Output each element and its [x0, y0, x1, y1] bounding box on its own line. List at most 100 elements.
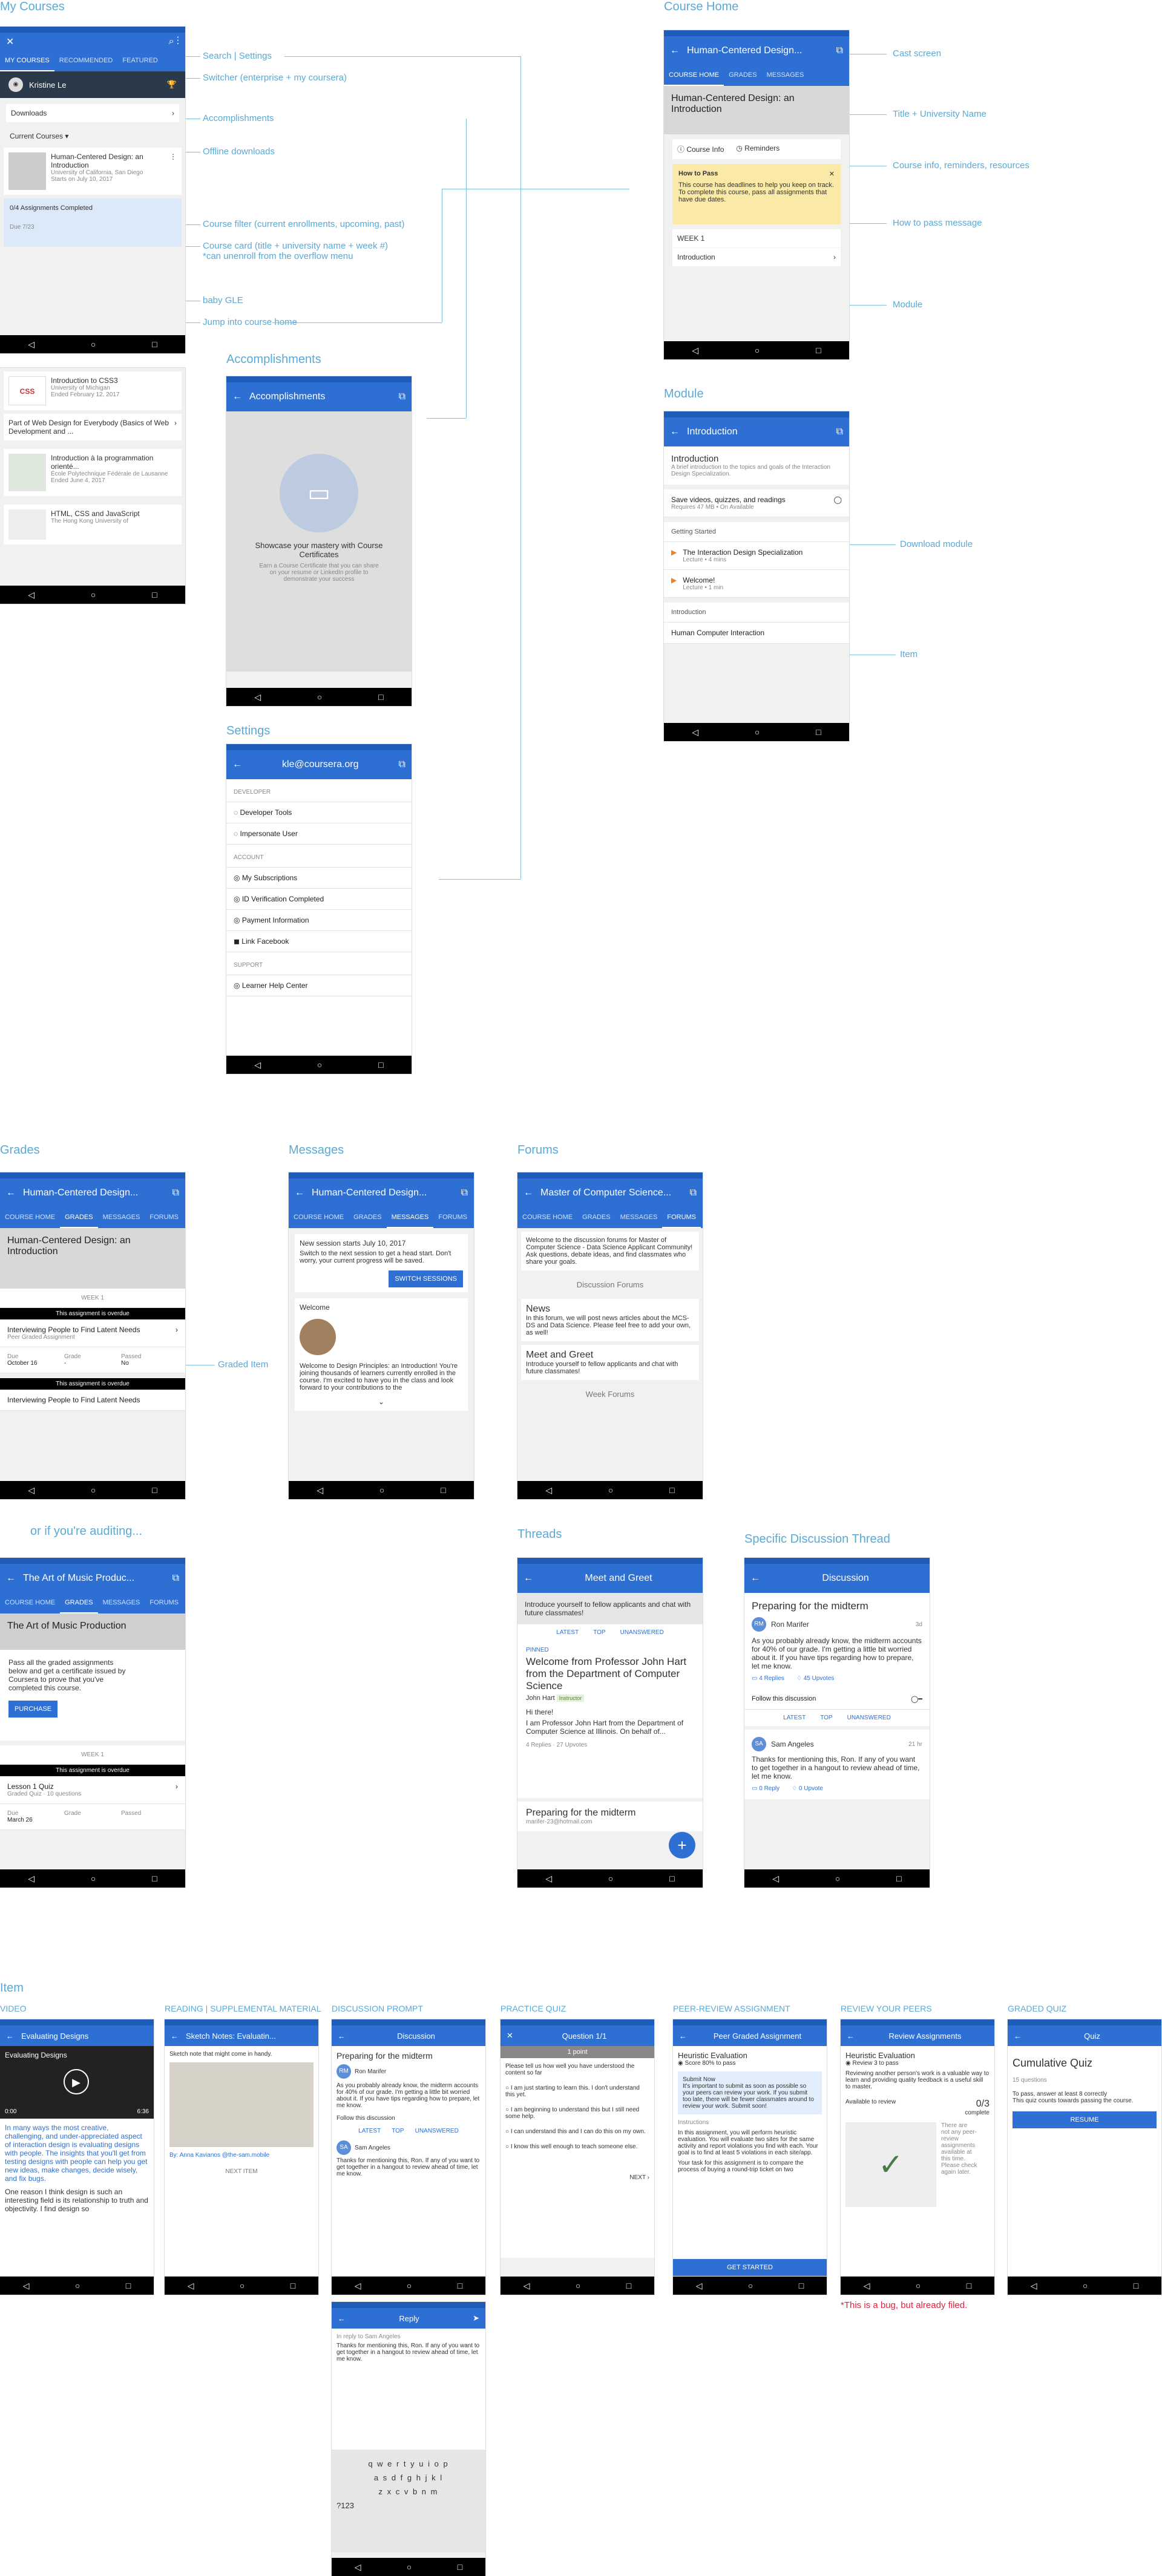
- quiz-option[interactable]: ○ I know this well enough to teach someo…: [505, 2143, 638, 2150]
- recent-apps-icon[interactable]: □: [816, 727, 821, 737]
- home-icon[interactable]: ○: [835, 1874, 841, 1883]
- back-icon[interactable]: ◁: [187, 2280, 194, 2290]
- tab-grades[interactable]: GRADES: [60, 1593, 98, 1613]
- settings-item-developer-tools[interactable]: ◌ Developer Tools: [226, 802, 412, 823]
- back-arrow-icon[interactable]: ←: [295, 1188, 304, 1198]
- tab-forums[interactable]: FORUMS: [662, 1208, 701, 1228]
- back-icon[interactable]: ◁: [254, 691, 261, 702]
- back-arrow-icon[interactable]: ←: [6, 1573, 16, 1583]
- recent-apps-icon[interactable]: □: [896, 1874, 902, 1883]
- item-row[interactable]: ▶Welcome!Lecture • 1 min: [664, 570, 849, 598]
- recent-apps-icon[interactable]: □: [457, 2281, 463, 2290]
- graded-item-row[interactable]: Interviewing People to Find Latent Needs…: [0, 1319, 185, 1347]
- tab-top[interactable]: TOP: [820, 1715, 833, 1721]
- recent-apps-icon[interactable]: □: [669, 1485, 675, 1495]
- tab-unanswered[interactable]: UNANSWERED: [847, 1715, 891, 1721]
- tab-messages[interactable]: MESSAGES: [386, 1208, 434, 1228]
- back-arrow-icon[interactable]: ←: [750, 1573, 760, 1583]
- quiz-option[interactable]: ○ I am just starting to learn this. I do…: [505, 2085, 640, 2098]
- keyboard-row[interactable]: z x c v b n m: [378, 2487, 439, 2496]
- specialization-row[interactable]: Part of Web Design for Everybody (Basics…: [4, 414, 182, 440]
- back-arrow-icon[interactable]: ←: [232, 391, 242, 402]
- back-icon[interactable]: ◁: [695, 2280, 703, 2290]
- replies-button[interactable]: ▭ 4 Replies: [752, 1675, 784, 1682]
- home-icon[interactable]: ○: [754, 727, 760, 737]
- recent-apps-icon[interactable]: □: [152, 339, 157, 349]
- recent-apps-icon[interactable]: □: [378, 1060, 384, 1070]
- graded-item-row[interactable]: Interviewing People to Find Latent Needs: [0, 1390, 185, 1411]
- cast-icon[interactable]: ⧉: [398, 759, 405, 770]
- back-arrow-icon[interactable]: ←: [1014, 2031, 1022, 2041]
- tab-course-home[interactable]: COURSE HOME: [5, 1214, 56, 1221]
- get-started-button[interactable]: GET STARTED: [673, 2259, 827, 2276]
- reading-credit[interactable]: By: Anna Kavianos @the-sam.mobile: [169, 2152, 270, 2159]
- recent-apps-icon[interactable]: □: [816, 345, 821, 355]
- replies-button[interactable]: ▭ 0 Reply: [752, 1785, 780, 1792]
- back-icon[interactable]: ◁: [354, 2561, 361, 2572]
- tab-forums[interactable]: FORUMS: [149, 1214, 179, 1221]
- tab-messages[interactable]: MESSAGES: [102, 1599, 140, 1606]
- tab-course-home[interactable]: COURSE HOME: [664, 65, 724, 86]
- back-icon[interactable]: ◁: [28, 1873, 35, 1883]
- back-arrow-icon[interactable]: ←: [679, 2031, 687, 2041]
- settings-item-impersonate[interactable]: ◌ Impersonate User: [226, 823, 412, 845]
- keyboard-symbols-key[interactable]: ?123: [336, 2501, 354, 2510]
- tab-course-home[interactable]: COURSE HOME: [522, 1214, 573, 1221]
- close-icon[interactable]: ✕: [6, 37, 15, 47]
- cast-icon[interactable]: ⧉: [172, 1573, 179, 1583]
- sketch-image[interactable]: [169, 2062, 313, 2147]
- home-icon[interactable]: ○: [608, 1874, 614, 1883]
- avatar[interactable]: RM: [752, 1617, 766, 1632]
- home-icon[interactable]: ○: [317, 692, 323, 702]
- home-icon[interactable]: ○: [90, 339, 96, 349]
- cast-icon[interactable]: ⧉: [836, 427, 843, 437]
- back-icon[interactable]: ◁: [545, 1485, 553, 1495]
- home-icon[interactable]: ○: [1082, 2281, 1088, 2290]
- tab-latest[interactable]: LATEST: [358, 2128, 381, 2134]
- recent-apps-icon[interactable]: □: [152, 1485, 157, 1495]
- tab-messages[interactable]: MESSAGES: [102, 1214, 140, 1221]
- download-toggle[interactable]: ◯: [833, 495, 842, 504]
- home-icon[interactable]: ○: [406, 2281, 412, 2290]
- quiz-option[interactable]: ○ I am beginning to understand this but …: [505, 2107, 640, 2120]
- back-icon[interactable]: ◁: [523, 2280, 530, 2290]
- back-icon[interactable]: ◁: [545, 1873, 553, 1883]
- cast-icon[interactable]: ⧉: [461, 1188, 468, 1198]
- upvote-button[interactable]: ♢ 0 Upvote: [792, 1785, 823, 1792]
- home-icon[interactable]: ○: [575, 2281, 581, 2290]
- tab-latest[interactable]: LATEST: [783, 1715, 806, 1721]
- back-icon[interactable]: ◁: [354, 2280, 361, 2290]
- back-arrow-icon[interactable]: ←: [670, 427, 680, 437]
- course-card[interactable]: Human-Centered Design: an Introduction U…: [4, 148, 182, 195]
- purchase-button[interactable]: PURCHASE: [8, 1701, 58, 1718]
- tab-unanswered[interactable]: UNANSWERED: [620, 1629, 664, 1636]
- back-arrow-icon[interactable]: ←: [6, 2031, 14, 2041]
- back-icon[interactable]: ◁: [692, 345, 699, 355]
- keyboard-row[interactable]: q w e r t y u i o p: [368, 2459, 449, 2468]
- home-icon[interactable]: ○: [239, 2281, 245, 2290]
- search-icon[interactable]: ⌕: [168, 36, 174, 47]
- tab-grades[interactable]: GRADES: [353, 1214, 382, 1221]
- course-info-button[interactable]: ⓘ Course Info: [677, 145, 724, 154]
- home-icon[interactable]: ○: [608, 1485, 614, 1495]
- baby-gle[interactable]: 0/4 Assignments Completed Due 7/23: [4, 198, 182, 247]
- back-arrow-icon[interactable]: ←: [670, 45, 680, 56]
- chevron-down-icon[interactable]: ⌄: [378, 1398, 385, 1406]
- back-arrow-icon[interactable]: ←: [171, 2031, 179, 2041]
- close-icon[interactable]: ✕: [829, 171, 835, 178]
- close-icon[interactable]: ✕: [507, 2031, 513, 2040]
- cast-icon[interactable]: ⧉: [689, 1188, 697, 1198]
- tab-top[interactable]: TOP: [593, 1629, 606, 1636]
- home-icon[interactable]: ○: [90, 1485, 96, 1495]
- home-icon[interactable]: ○: [754, 345, 760, 355]
- upvote-button[interactable]: ♢ 45 Upvotes: [796, 1675, 835, 1682]
- home-icon[interactable]: ○: [90, 590, 96, 600]
- downloads-row[interactable]: Downloads›: [6, 104, 179, 122]
- video-player[interactable]: Evaluating Designs ▶ 0:00 6:36: [0, 2046, 154, 2119]
- item-row[interactable]: Human Computer Interaction: [664, 623, 849, 644]
- cast-icon[interactable]: ⧉: [836, 45, 843, 56]
- recent-apps-icon[interactable]: □: [626, 2281, 632, 2290]
- follow-toggle[interactable]: ◯━: [911, 1696, 922, 1703]
